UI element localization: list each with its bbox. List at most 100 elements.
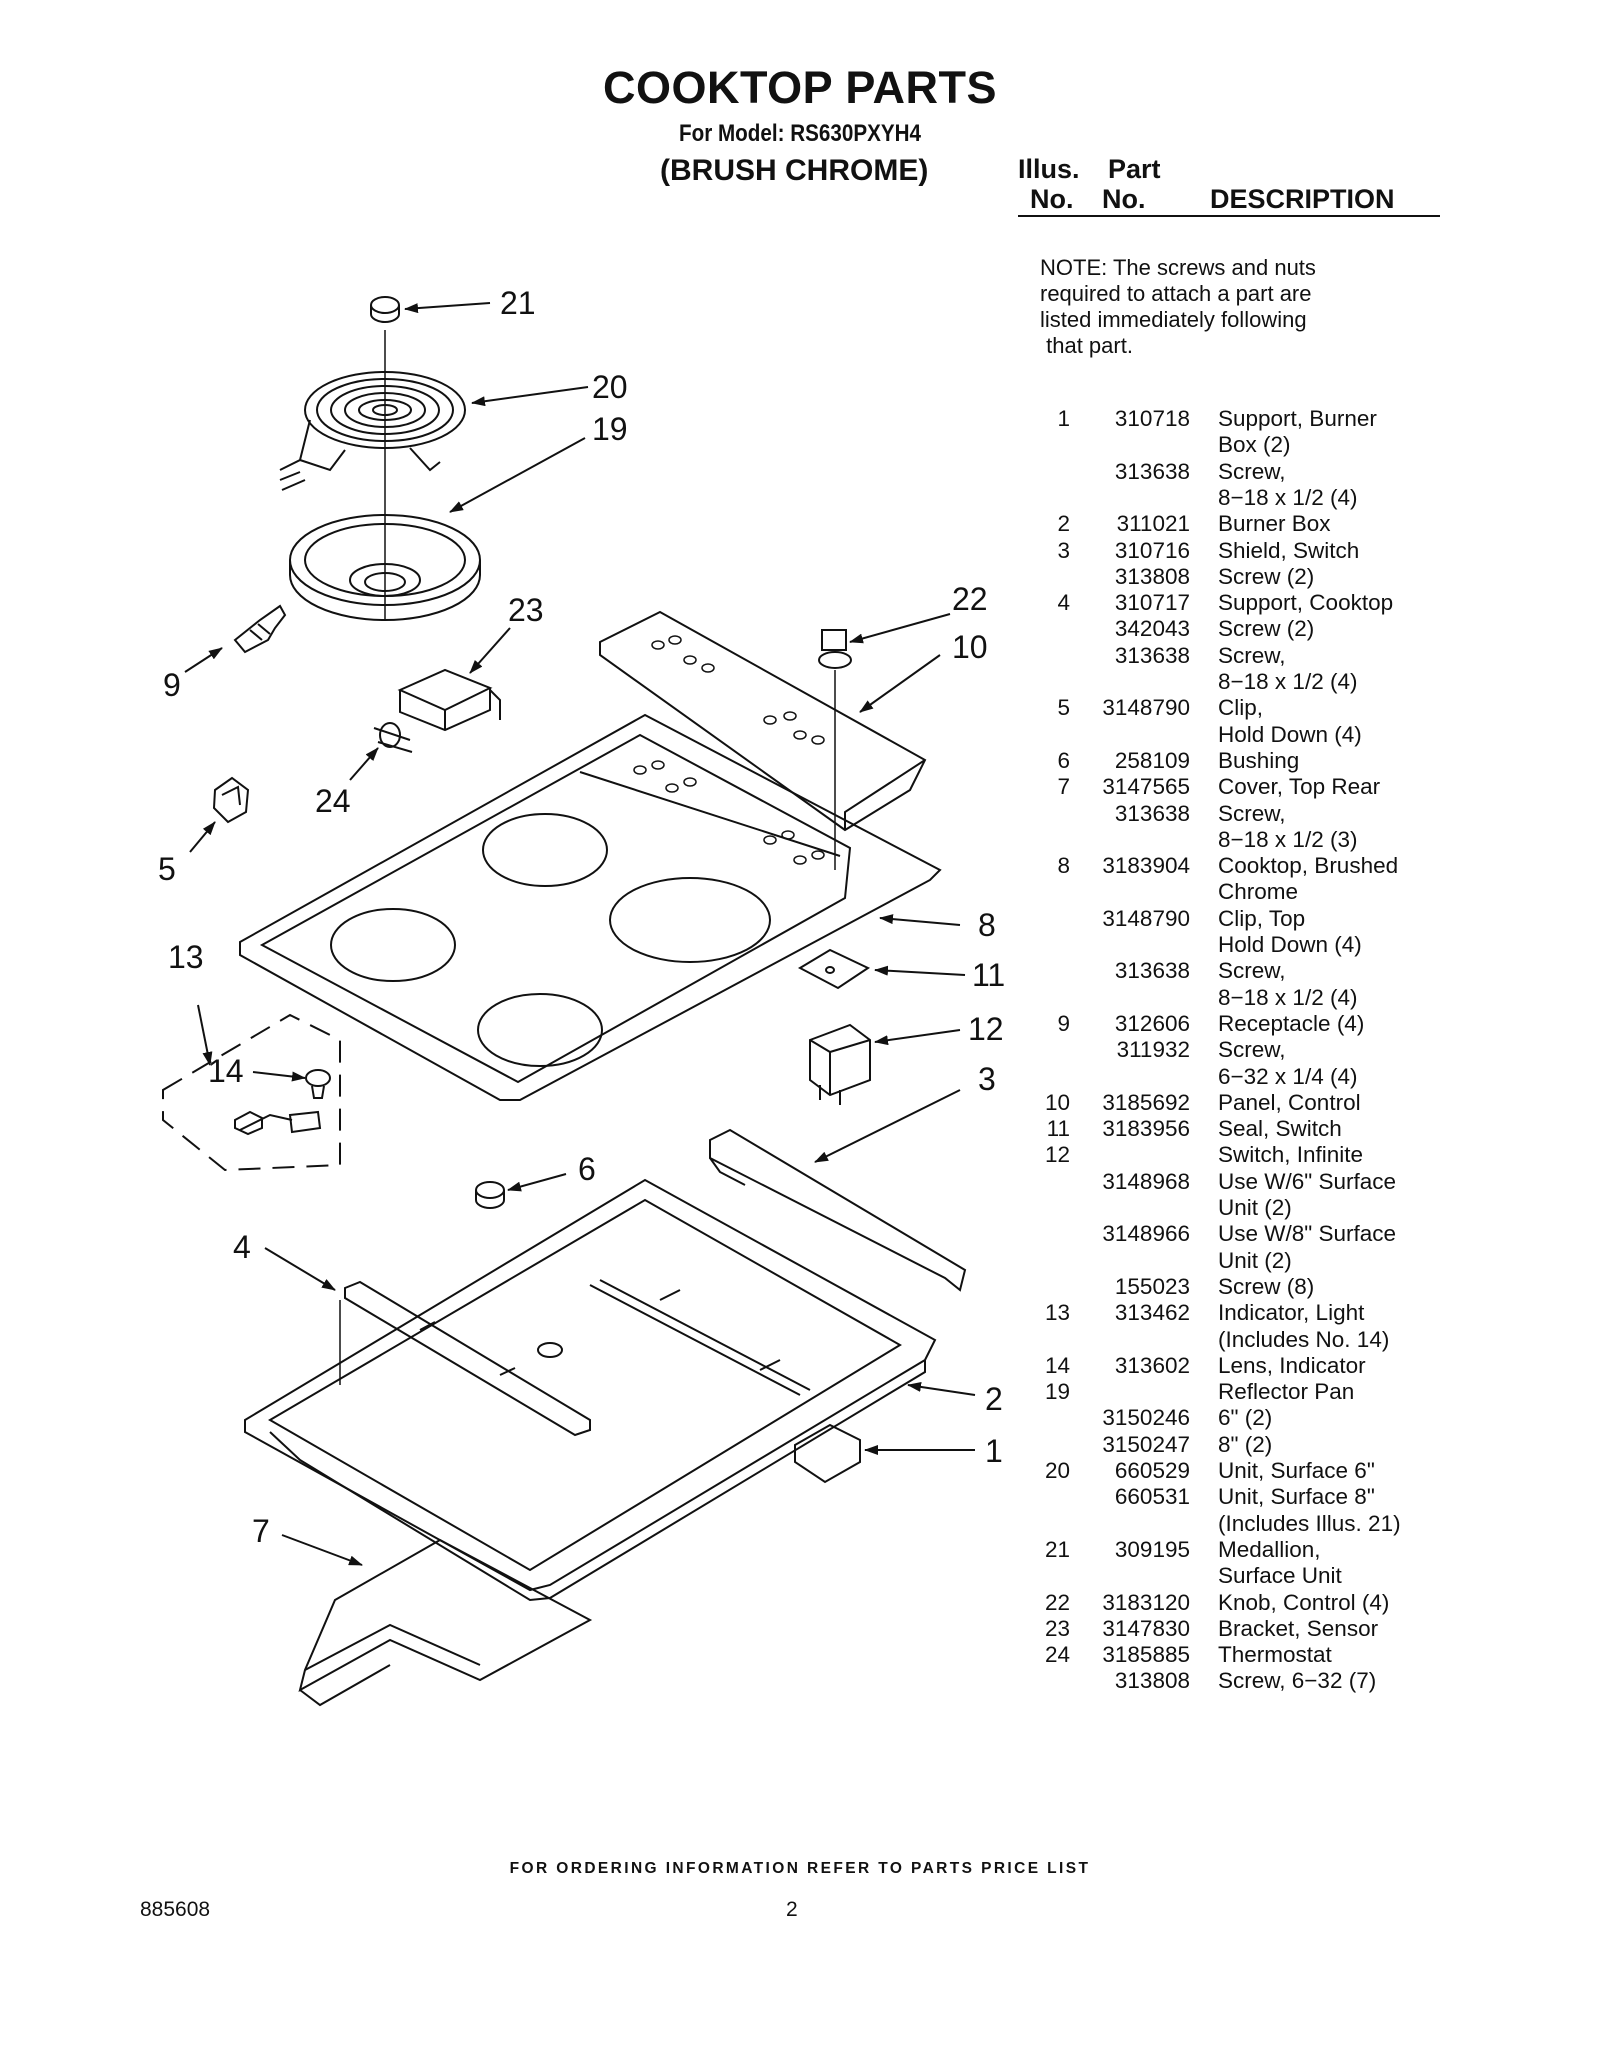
switch-shield-part	[709, 1128, 967, 1292]
part-description: Screw, 6−32 (7)	[1218, 1668, 1377, 1694]
part-description: Screw,	[1218, 1037, 1286, 1063]
part-number: 310718	[1114, 406, 1190, 431]
part-number: 313638	[1114, 958, 1190, 984]
callout-23: 23	[508, 592, 544, 628]
document-number: 885608	[140, 1898, 211, 1921]
illus-number: 21	[1044, 1536, 1070, 1562]
part-number: 155023	[1114, 1273, 1190, 1299]
part-number: 3150247	[1102, 1431, 1190, 1457]
finish-label: (BRUSH CHROME)	[660, 154, 929, 187]
callout-21: 21	[500, 285, 536, 321]
indicator-light-part	[162, 1013, 341, 1172]
illus-number: 23	[1044, 1615, 1070, 1641]
cooktop-part	[239, 713, 942, 1101]
illus-number: 22	[1044, 1589, 1070, 1615]
part-description: Thermostat	[1218, 1642, 1332, 1668]
illus-number: 3	[1057, 537, 1070, 563]
part-description: Hold Down (4)	[1218, 721, 1362, 747]
part-description: Support, Cooktop	[1218, 590, 1394, 616]
part-description: Knob, Control (4)	[1218, 1589, 1390, 1615]
part-description: Unit, Surface 6"	[1218, 1458, 1375, 1483]
part-description: Screw (8)	[1218, 1273, 1315, 1299]
part-description: Hold Down (4)	[1218, 932, 1362, 957]
part-description: Use W/6" Surface	[1218, 1168, 1397, 1194]
page-title: COOKTOP PARTS	[602, 62, 998, 113]
part-description: Unit (2)	[1218, 1247, 1292, 1273]
illus-number: 6	[1057, 747, 1070, 773]
part-number: 3150246	[1102, 1405, 1190, 1431]
part-number: 342043	[1114, 616, 1190, 642]
switch-seal-part	[797, 948, 871, 990]
part-description: Burner Box	[1218, 511, 1331, 537]
burner-box-support-part	[794, 1423, 861, 1484]
part-number: 313808	[1114, 1668, 1190, 1694]
part-description: Use W/8" Surface	[1218, 1221, 1397, 1247]
part-number: 313638	[1114, 458, 1190, 484]
illus-number: 13	[1044, 1300, 1070, 1326]
callout-22: 22	[952, 581, 988, 617]
part-description: Lens, Indicator	[1218, 1352, 1366, 1378]
part-description: Box (2)	[1218, 432, 1291, 458]
receptacle-part	[233, 604, 287, 654]
ordering-footer-note: FOR ORDERING INFORMATION REFER TO PARTS …	[509, 1860, 1091, 1877]
control-panel-part	[599, 610, 927, 870]
header-rule	[1018, 215, 1440, 217]
part-description: Surface Unit	[1218, 1563, 1342, 1589]
part-description: Bracket, Sensor	[1218, 1615, 1379, 1641]
illus-number: 20	[1044, 1458, 1070, 1483]
illus-number: 14	[1044, 1352, 1070, 1378]
part-number: 313638	[1114, 642, 1190, 668]
part-description: 6−32 x 1/4 (4)	[1218, 1063, 1358, 1089]
thermostat-part	[373, 722, 413, 753]
part-description: Cover, Top Rear	[1218, 774, 1381, 800]
part-number: 3185885	[1102, 1642, 1190, 1668]
part-description: 8−18 x 1/2 (4)	[1218, 484, 1358, 510]
part-description: Screw,	[1218, 800, 1286, 826]
part-description: Reflector Pan	[1218, 1379, 1355, 1405]
illus-number: 1	[1057, 406, 1070, 431]
part-number: 3183120	[1102, 1589, 1190, 1615]
illus-header-bottom: No.	[1030, 184, 1074, 214]
part-description: Switch, Infinite	[1218, 1142, 1364, 1168]
part-description: Clip, Top	[1218, 905, 1306, 931]
bushing-part	[475, 1181, 505, 1209]
part-number: 313462	[1114, 1300, 1190, 1326]
callout-7: 7	[252, 1513, 270, 1549]
part-number: 3183904	[1102, 853, 1190, 879]
callout-9: 9	[163, 667, 181, 703]
part-number: 3148968	[1102, 1168, 1190, 1194]
part-header-top: Part	[1108, 154, 1161, 184]
note-line: required to attach a part are	[1040, 281, 1312, 306]
part-number: 310717	[1114, 590, 1190, 616]
part-description: Chrome	[1218, 879, 1299, 905]
part-number: 3183956	[1102, 1116, 1190, 1142]
illus-number: 8	[1057, 853, 1070, 879]
part-number: 3148790	[1102, 905, 1190, 931]
callout-19: 19	[592, 411, 628, 447]
note-line: listed immediately following	[1040, 307, 1307, 332]
callout-10: 10	[952, 629, 988, 665]
illus-number: 19	[1044, 1379, 1070, 1405]
part-description: Receptacle (4)	[1218, 1010, 1365, 1036]
part-description: Bushing	[1218, 747, 1300, 773]
part-description: Support, Burner	[1218, 406, 1377, 431]
part-description: Cooktop, Brushed	[1218, 853, 1399, 879]
medallion-part	[370, 296, 400, 323]
part-description: 8−18 x 1/2 (4)	[1218, 984, 1358, 1010]
part-number: 660531	[1114, 1484, 1190, 1510]
model-subtitle: For Model: RS630PXYH4	[678, 120, 922, 147]
part-number: 310716	[1114, 537, 1190, 563]
part-description: Screw,	[1218, 458, 1286, 484]
part-description: Panel, Control	[1218, 1089, 1361, 1115]
callout-13: 13	[168, 939, 204, 975]
part-number: 258109	[1114, 747, 1190, 773]
part-description: 6" (2)	[1218, 1405, 1273, 1431]
part-number: 313602	[1114, 1352, 1190, 1378]
callout-14: 14	[208, 1053, 244, 1089]
illus-number: 7	[1057, 774, 1070, 800]
part-description: Indicator, Light	[1218, 1300, 1365, 1326]
callout-12: 12	[968, 1011, 1004, 1047]
burner-box-part	[244, 1178, 937, 1602]
part-number: 311932	[1116, 1037, 1190, 1063]
